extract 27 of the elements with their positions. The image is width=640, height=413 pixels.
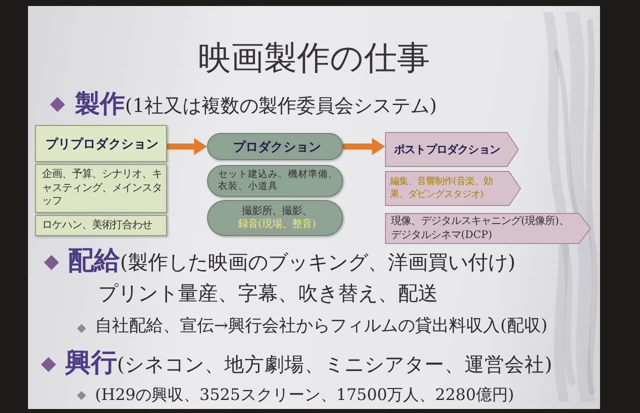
rounded-box bbox=[207, 133, 343, 160]
bullet-text: 配給(製作した映画のブッキング、洋画買い付け) bbox=[68, 246, 516, 278]
process-box bbox=[35, 215, 167, 236]
process-box bbox=[35, 125, 167, 162]
pentagon-box bbox=[385, 171, 521, 206]
process-box bbox=[35, 164, 167, 213]
stage-text: ロケハン、美術打合わせ bbox=[42, 218, 152, 232]
stage-text: 企画、予算、シナリオ、キャスティング、メインスタッフ bbox=[42, 168, 162, 209]
bullet-text: 製作(1社又は複数の製作委員会システム) bbox=[75, 89, 437, 119]
rounded-box bbox=[207, 200, 343, 236]
rounded-box bbox=[207, 165, 343, 197]
pentagon-box bbox=[385, 132, 519, 167]
stage-title: ポストプロダクション bbox=[394, 142, 500, 156]
stage-text: 現像、デジタルスキャニング(現像所)、デジタルシネマ(DCP) bbox=[391, 215, 570, 242]
bullet-text: (H29の興収、3525スクリーン、17500万人、2280億円) bbox=[95, 385, 514, 404]
stage-text: 編集、音響制作(音楽、効果、ダビングスタジオ) bbox=[390, 176, 494, 201]
stage-text: セット建込み、機材準備、衣装、小道具 bbox=[218, 168, 339, 194]
bullet-text: プリント量産、字幕、吹き替え、配送 bbox=[98, 281, 438, 305]
bullet-text: 自社配給、宣伝→興行会社からフィルムの貸出料収入(配収) bbox=[95, 316, 548, 336]
stage-title: プロダクション bbox=[232, 139, 322, 154]
stage-text: 撮影所、撮影、 bbox=[242, 204, 312, 218]
arrow bbox=[167, 138, 207, 155]
stage-title: プリプロダクション bbox=[45, 136, 159, 151]
arrow bbox=[343, 138, 385, 155]
stage-text: 録音(現場、整音) bbox=[238, 218, 316, 232]
slide-title: 映画製作の仕事 bbox=[198, 38, 430, 78]
bullet-text: 興行(シネコン、地方劇場、ミニシアター、運営会社) bbox=[65, 348, 552, 380]
